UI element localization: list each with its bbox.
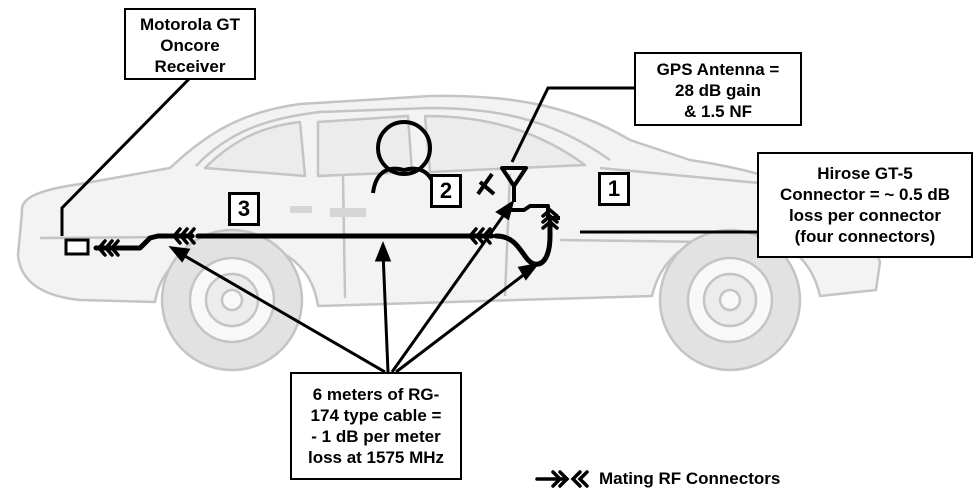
leader-lines bbox=[60, 76, 758, 236]
connector-callout-line: Connector = ~ 0.5 dB bbox=[779, 185, 951, 204]
connector-symbols bbox=[96, 207, 559, 257]
receiver-callout-line: Motorola GT bbox=[139, 15, 241, 34]
antenna-callout: GPS Antenna = 28 dB gain & 1.5 NF bbox=[634, 52, 802, 126]
pointer-arrows bbox=[168, 199, 540, 374]
connector-callout-line: loss per connector bbox=[788, 206, 942, 225]
mating-connector-icon bbox=[535, 470, 589, 488]
receiver-callout: Motorola GT Oncore Receiver bbox=[124, 8, 256, 80]
cable-callout-line: 174 type cable = bbox=[310, 406, 442, 425]
front-wheel bbox=[658, 228, 802, 372]
connector-icon bbox=[96, 239, 120, 257]
marker-2: 2 bbox=[430, 174, 462, 208]
connector-callout-line: Hirose GT-5 bbox=[817, 164, 913, 183]
connector-icon bbox=[541, 207, 559, 230]
legend-label: Mating RF Connectors bbox=[599, 469, 781, 488]
connector-callout: Hirose GT-5 Connector = ~ 0.5 dB loss pe… bbox=[757, 152, 973, 258]
cable-callout-line: 6 meters of RG- bbox=[312, 385, 440, 404]
receiver-box bbox=[64, 238, 90, 256]
receiver-callout-line: Receiver bbox=[154, 57, 226, 76]
side-window-front bbox=[423, 114, 587, 174]
cable-callout-line: loss at 1575 MHz bbox=[307, 448, 445, 467]
marker-3: 3 bbox=[228, 192, 260, 226]
rear-wheel bbox=[160, 228, 304, 372]
antenna-callout-line: & 1.5 NF bbox=[683, 102, 753, 121]
hood-line bbox=[599, 166, 781, 187]
connector-icon bbox=[171, 227, 196, 245]
rear-window bbox=[203, 120, 307, 178]
door-handle bbox=[330, 208, 366, 217]
connector-icon bbox=[467, 227, 492, 245]
receiver-callout-line: Oncore bbox=[160, 36, 220, 55]
antenna-callout-line: GPS Antenna = bbox=[656, 60, 780, 79]
connector-callout-line: (four connectors) bbox=[794, 227, 936, 246]
cable-callout-line: - 1 dB per meter bbox=[311, 427, 441, 446]
cable-callout: 6 meters of RG- 174 type cable = - 1 dB … bbox=[290, 372, 462, 480]
legend: Mating RF Connectors bbox=[535, 466, 780, 492]
door-handle-2 bbox=[290, 206, 312, 213]
marker-1: 1 bbox=[598, 172, 630, 206]
car-roofline bbox=[195, 106, 611, 167]
antenna-callout-line: 28 dB gain bbox=[675, 81, 761, 100]
